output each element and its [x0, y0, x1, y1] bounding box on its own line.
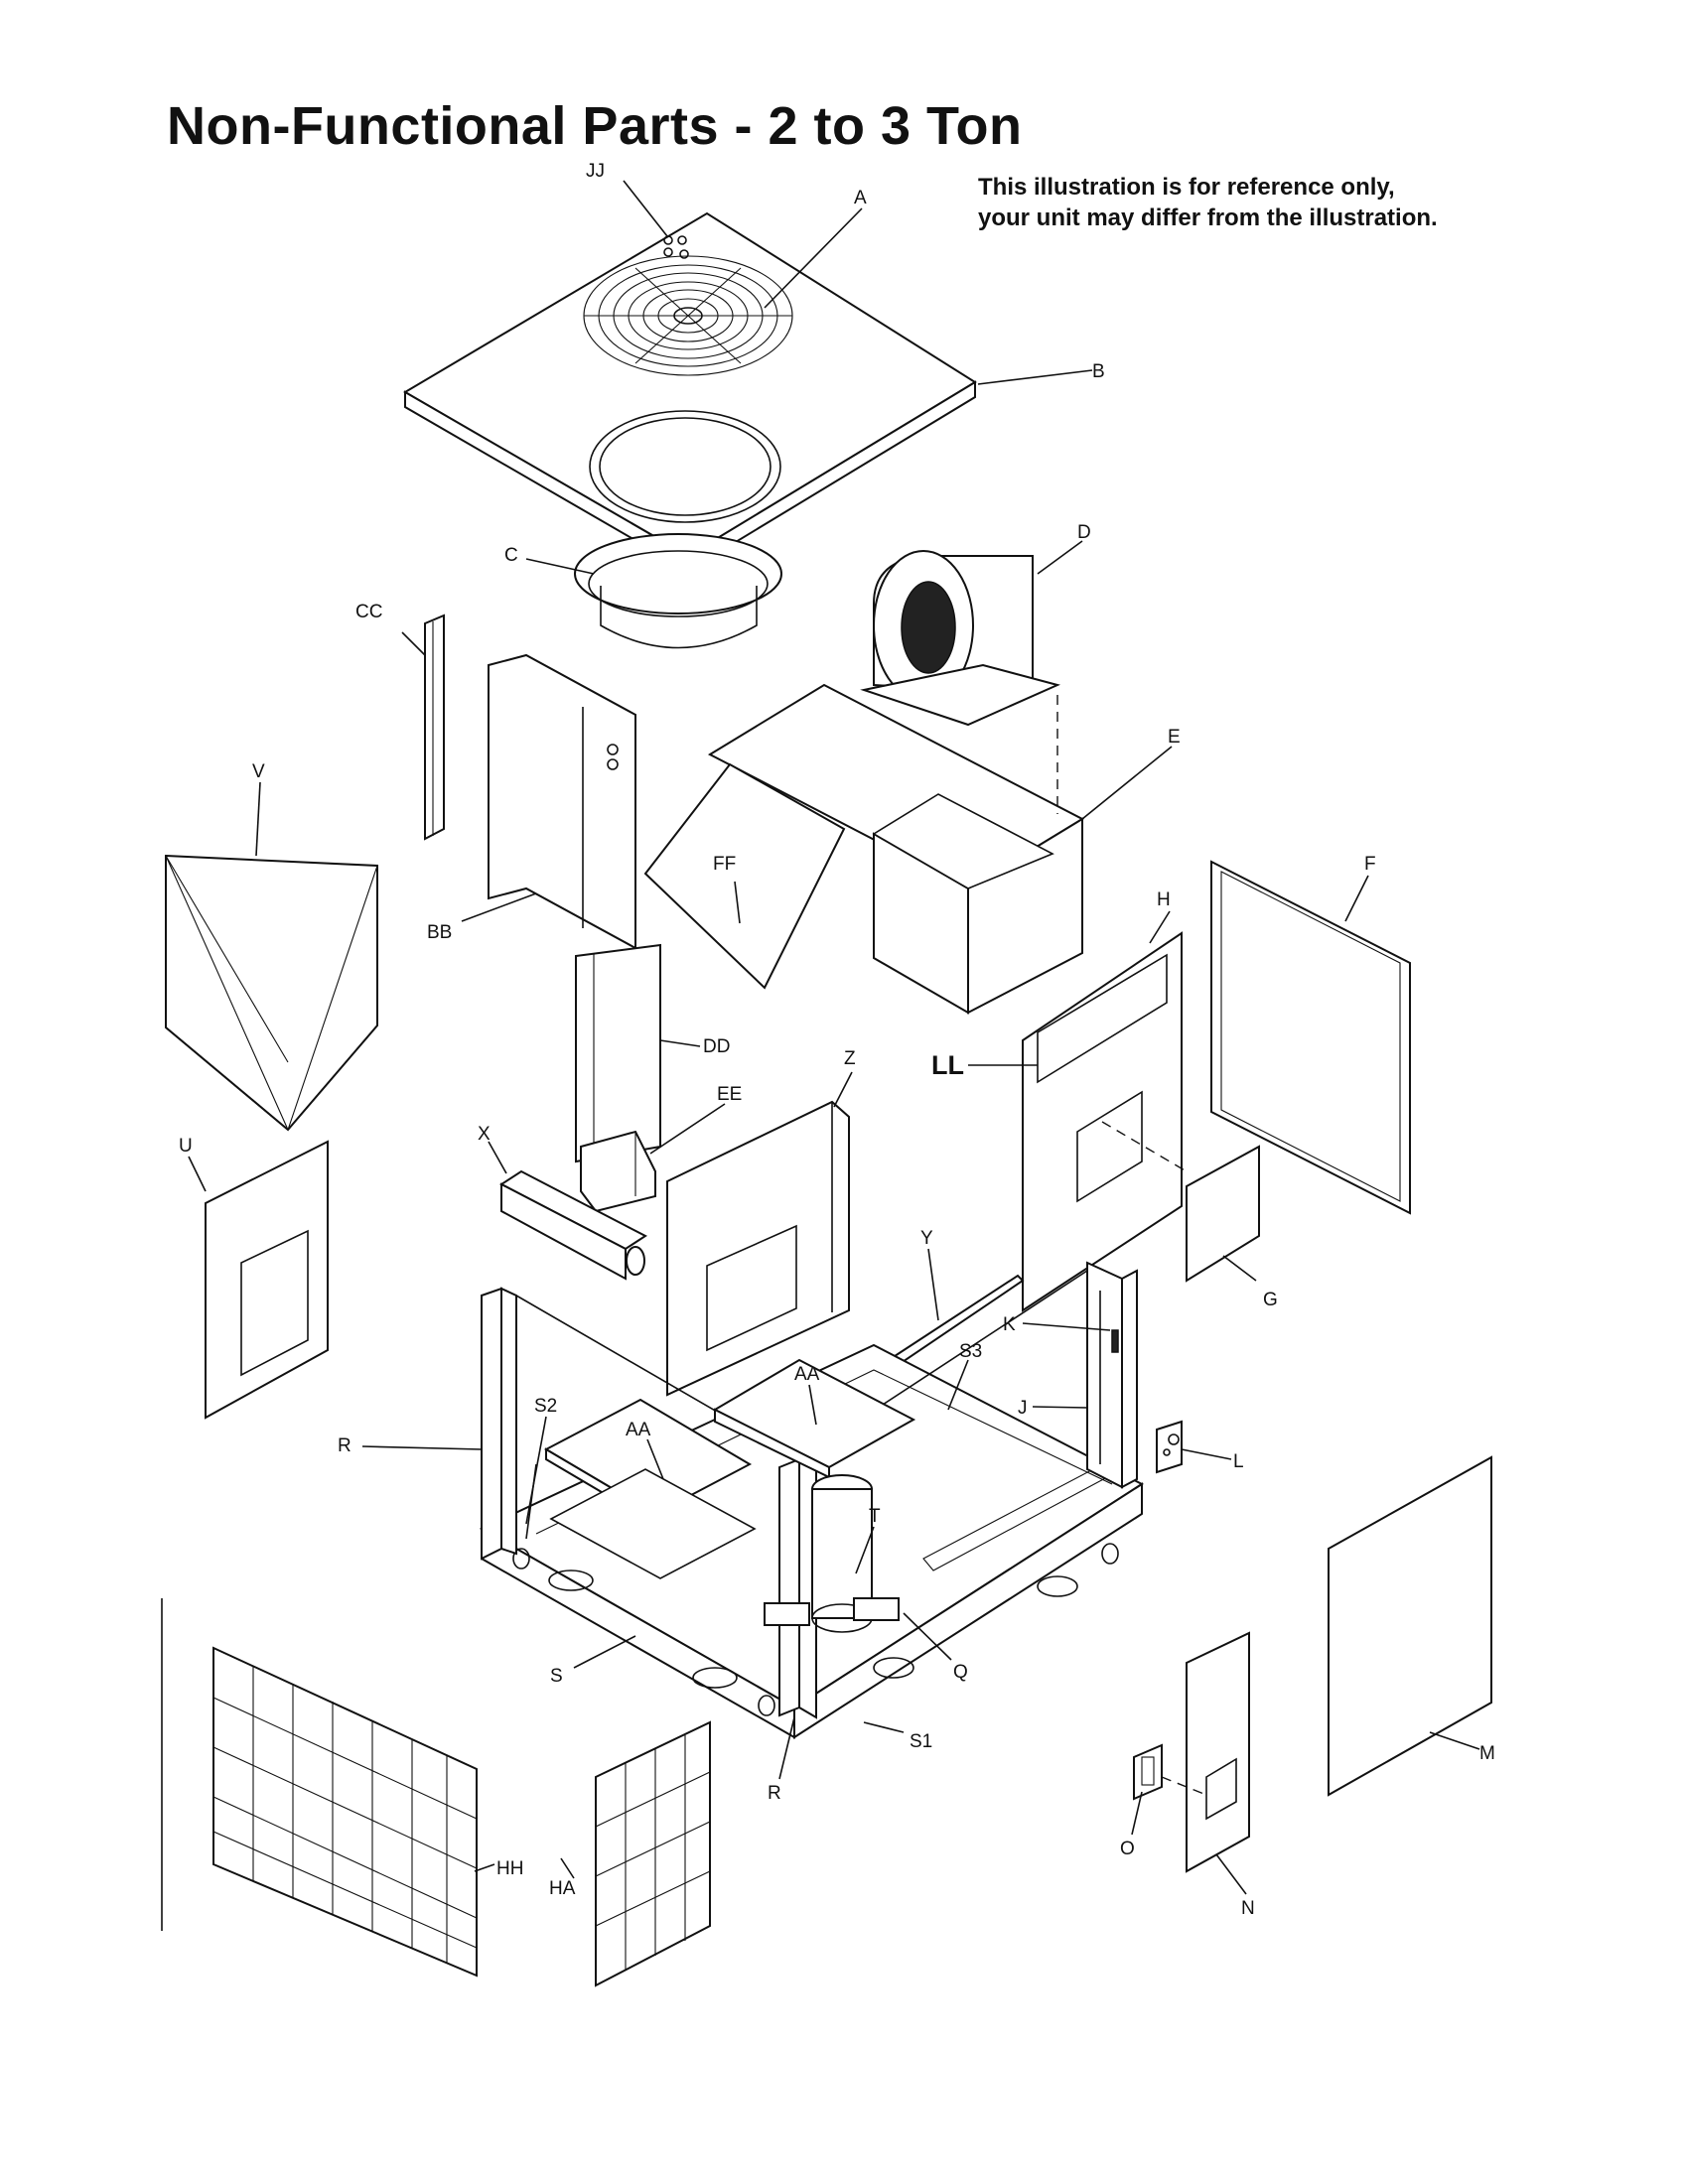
- label-hh: HH: [496, 1858, 523, 1879]
- label-z: Z: [844, 1048, 856, 1069]
- label-y: Y: [920, 1228, 933, 1249]
- label-b: B: [1092, 361, 1105, 382]
- label-bb: BB: [427, 922, 452, 943]
- label-dd: DD: [703, 1036, 730, 1057]
- drain-pan-left: [543, 1398, 757, 1579]
- screws: [663, 235, 689, 259]
- access-door: [205, 1140, 329, 1420]
- terminal-plate: [1156, 1420, 1183, 1474]
- label-f: F: [1364, 854, 1376, 875]
- bracket: [580, 1130, 656, 1213]
- filter: [165, 854, 378, 1132]
- label-cc: CC: [355, 602, 382, 622]
- service-panel: [1186, 1631, 1250, 1873]
- corner-trim: [424, 614, 445, 841]
- reference-note-line-1: This illustration is for reference only,: [978, 174, 1395, 201]
- label-q: Q: [953, 1662, 968, 1683]
- service-alignment-line: [1161, 1776, 1207, 1796]
- label-jj: JJ: [586, 161, 605, 182]
- leader-lines: [188, 180, 1480, 1895]
- drain-pan-support: [499, 1169, 647, 1281]
- label-r-1: R: [338, 1435, 351, 1456]
- page-title: Non-Functional Parts - 2 to 3 Ton: [167, 96, 1023, 156]
- label-ff: FF: [713, 854, 736, 875]
- label-a: A: [854, 188, 867, 208]
- top-panel: [403, 211, 977, 573]
- label-j: J: [1018, 1398, 1028, 1419]
- label-e: E: [1168, 727, 1181, 748]
- label-m: M: [1479, 1743, 1495, 1764]
- label-c: C: [504, 545, 518, 566]
- label-k: K: [1003, 1314, 1016, 1335]
- label-ha: HA: [549, 1878, 576, 1899]
- label-ll: LL: [931, 1050, 964, 1080]
- side-panel-right: [1328, 1455, 1492, 1797]
- access-panel: [643, 762, 846, 990]
- fan-guard: [583, 255, 793, 376]
- label-g: G: [1263, 1290, 1278, 1310]
- blower-housing: [860, 550, 1060, 727]
- label-aa-2: AA: [626, 1420, 651, 1440]
- label-n: N: [1241, 1898, 1255, 1919]
- label-s: S: [550, 1666, 563, 1687]
- label-u: U: [179, 1136, 193, 1157]
- coil-guard-large: [212, 1646, 478, 1978]
- coil-guard-small: [595, 1720, 711, 1987]
- coil-support: [575, 943, 661, 1163]
- label-d: D: [1077, 522, 1091, 543]
- label-x: X: [478, 1124, 491, 1145]
- label-o: O: [1120, 1839, 1135, 1859]
- label-s1: S1: [910, 1731, 932, 1752]
- reference-note: This illustration is for reference only,…: [978, 172, 1438, 233]
- label-v: V: [252, 761, 265, 782]
- reference-note-line-2: your unit may differ from the illustrati…: [978, 205, 1438, 231]
- orifice-ring: [574, 533, 782, 649]
- label-s3: S3: [959, 1341, 982, 1362]
- blower-deck: [707, 683, 1085, 1015]
- compressor: [764, 1474, 900, 1633]
- label-h: H: [1157, 889, 1171, 910]
- front-panel: [1210, 860, 1411, 1215]
- label-t: T: [869, 1506, 881, 1527]
- cover-plate: [1186, 1145, 1260, 1283]
- label-aa-1: AA: [794, 1364, 820, 1385]
- label-s2: S2: [534, 1396, 557, 1417]
- access-cover: [1133, 1743, 1163, 1801]
- control-panel: [488, 653, 636, 950]
- label-l: L: [1233, 1451, 1244, 1472]
- label-r-2: R: [768, 1783, 781, 1804]
- label-ee: EE: [717, 1084, 742, 1105]
- side-panel: [666, 1100, 850, 1397]
